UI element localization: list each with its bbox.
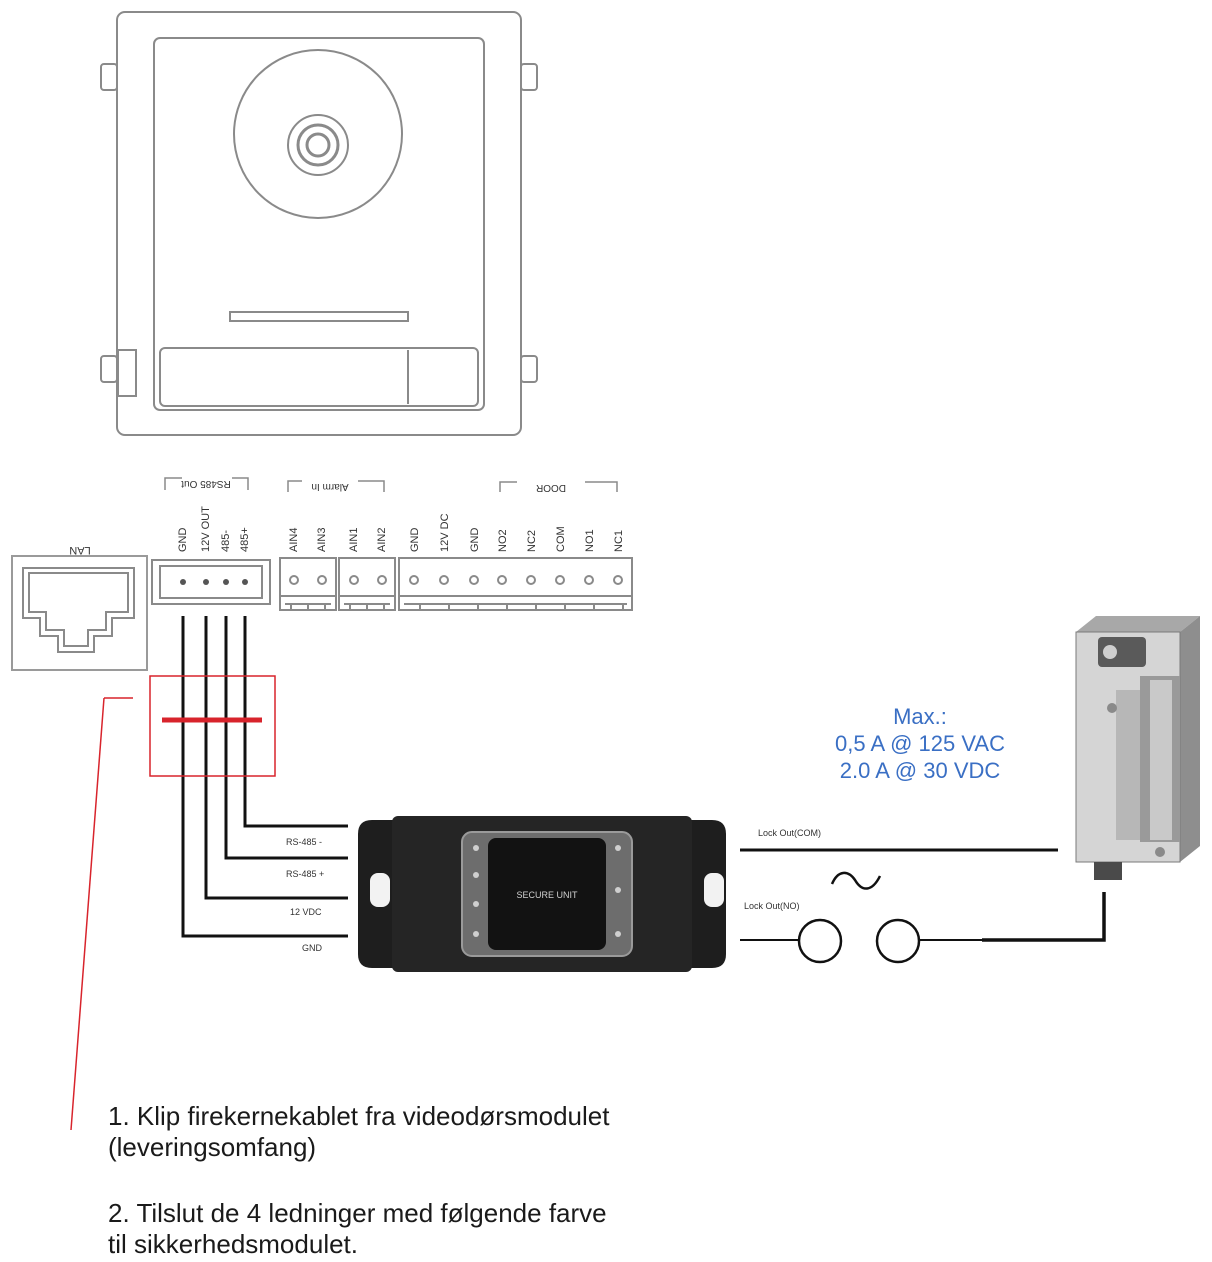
wire-12v (204, 616, 348, 900)
input-label-rs485-plus: RS-485 + (286, 869, 324, 879)
alarm-pin-labels: AIN4 AIN3 AIN1 AIN2 (288, 528, 388, 552)
pin-label: AIN2 (376, 528, 388, 552)
pin-label: 485+ (239, 527, 251, 552)
intercom-module (100, 11, 538, 436)
secure-unit: SECURE UNIT (358, 816, 726, 972)
four-core-cable (181, 616, 348, 938)
door-pin-labels: GND 12V DC GND NO2 NC2 COM NO1 NC1 (409, 513, 625, 552)
pin-label: NC2 (526, 530, 538, 552)
pin-label: NO2 (497, 529, 509, 552)
pin-label: 485- (220, 530, 232, 552)
wire-485-minus (224, 616, 348, 860)
step2-line2: til sikkerhedsmodulet. (108, 1229, 358, 1259)
alarm-terminal-block-b (338, 557, 396, 611)
secure-unit-input-labels: RS-485 - RS-485 + 12 VDC GND (286, 837, 324, 953)
ac-source-symbol-icon (830, 871, 882, 890)
input-label-gnd: GND (302, 943, 323, 953)
pin-label: 12V OUT (200, 506, 212, 552)
pin-label: GND (409, 528, 421, 553)
group-brackets (164, 477, 618, 492)
output-label-no: Lock Out(NO) (744, 901, 800, 911)
door-terminal-block (398, 557, 633, 611)
step2-line1: 2. Tilslut de 4 ledninger med følgende f… (108, 1198, 607, 1228)
wire-485-plus (243, 616, 348, 828)
pin-label: NO1 (584, 529, 596, 552)
pin-label: 12V DC (439, 513, 451, 552)
alarm-terminal-block-a (279, 557, 337, 611)
callout-line (70, 697, 105, 1131)
pin-label: AIN4 (288, 528, 300, 552)
pin-label: AIN1 (348, 528, 360, 552)
lock-wiring (740, 848, 1106, 964)
secure-unit-label: SECURE UNIT (516, 890, 578, 900)
lan-label: LAN (69, 544, 90, 556)
input-label-rs485-minus: RS-485 - (286, 837, 322, 847)
rs485-connector (151, 559, 271, 605)
step1-line2: (leveringsomfang) (108, 1132, 317, 1162)
rj45-port-icon (22, 567, 135, 653)
output-label-com: Lock Out(COM) (758, 828, 821, 838)
wire-gnd (181, 616, 348, 938)
rs485-out-label: RS485 Out (181, 478, 231, 489)
alarm-in-label: Alarm In (311, 481, 348, 492)
lan-port: LAN (11, 544, 148, 671)
cut-marker (70, 675, 276, 1131)
rating-line-2: 0,5 A @ 125 VAC (835, 731, 1005, 756)
electric-strike-lock-icon (1075, 616, 1200, 880)
pin-label: NC1 (613, 530, 625, 552)
pin-label: GND (469, 528, 481, 553)
rating-line-3: 2.0 A @ 30 VDC (839, 758, 1001, 783)
pin-label: AIN3 (316, 528, 328, 552)
pin-label: COM (555, 526, 567, 552)
camera-lens-icon (233, 49, 403, 219)
lock-rating-note: Max.: 0,5 A @ 125 VAC 2.0 A @ 30 VDC (800, 703, 1040, 784)
pin-label: GND (177, 528, 189, 553)
step1-line1: 1. Klip firekernekablet fra videodørsmod… (108, 1101, 610, 1131)
instruction-step-1: 1. Klip firekernekablet fra videodørsmod… (108, 1101, 808, 1163)
instruction-step-2: 2. Tilslut de 4 ledninger med følgende f… (108, 1198, 808, 1260)
rs485-pin-labels: GND 12V OUT 485- 485+ (177, 506, 251, 552)
input-label-12vdc: 12 VDC (290, 907, 322, 917)
door-label: DOOR (536, 482, 566, 493)
rating-line-1: Max.: (893, 704, 947, 729)
